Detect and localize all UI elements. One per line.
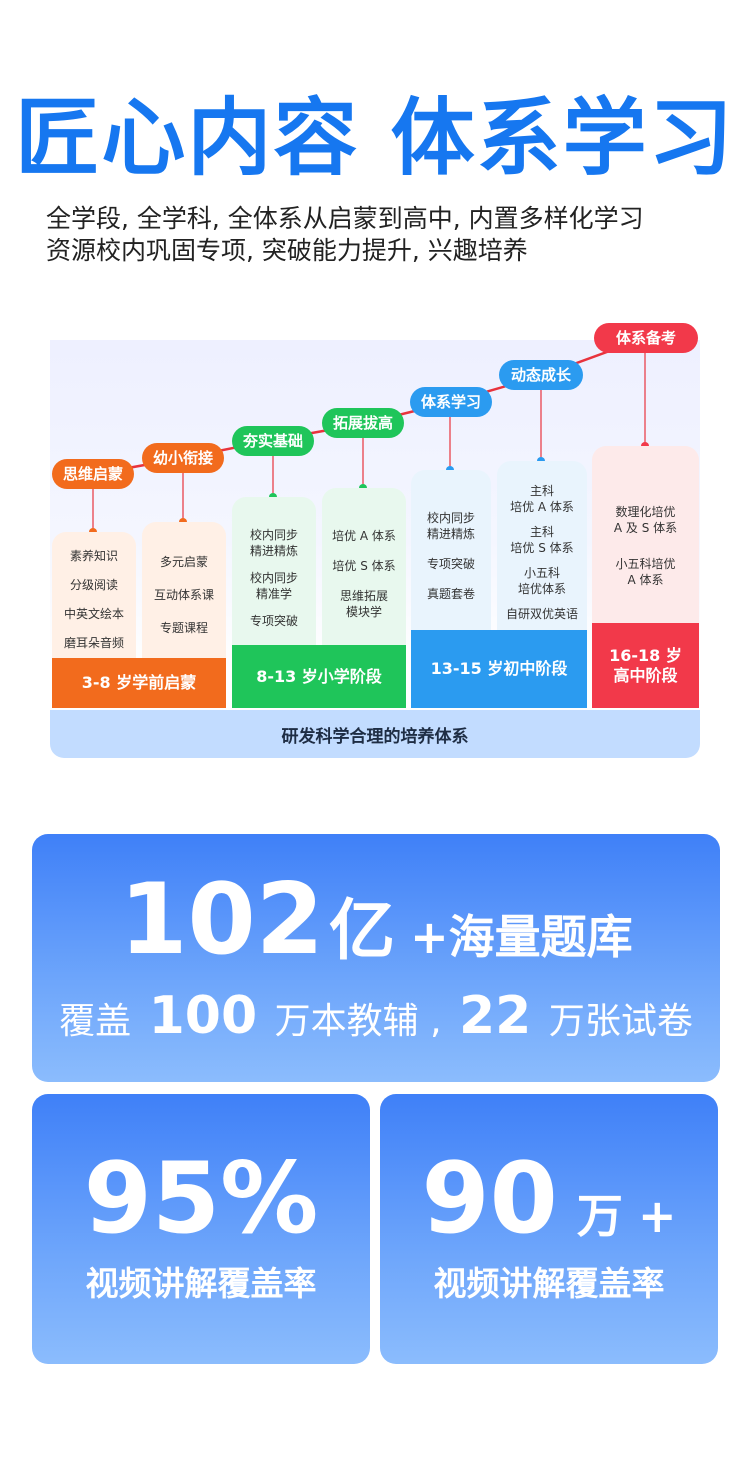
card-item: 小五科 培优体系 [517,566,566,596]
question-count-number: 102 [119,863,324,977]
card-junior-2: 主科 培优 A 体系 主科 培优 S 体系 小五科 培优体系 自研双优英语 [497,461,587,630]
diagram-footer: 研发科学合理的培养体系 [50,710,700,758]
video-count-number: 90 [421,1142,558,1256]
pill-solid-foundation: 夯实基础 [232,426,314,456]
stage-primary: 8-13 岁小学阶段 [232,645,406,708]
card-preschool-2: 多元启蒙 互动体系课 专题课程 [142,522,226,658]
pill-kindergarten-bridge: 幼小衔接 [142,443,224,473]
card-item: 专题课程 [159,621,208,635]
video-count-label: 视频讲解覆盖率 [433,1264,665,1303]
pill-extend-advance: 拓展拔高 [322,408,404,438]
question-bank-headline: 102 亿 +海量题库 [32,860,720,1008]
video-coverage-label: 视频讲解覆盖率 [85,1264,317,1303]
card-primary-1: 校内同步 精进精炼 校内同步 精准学 专项突破 [232,497,316,645]
card-item: 多元启蒙 [159,555,208,569]
card-item: 专项突破 [249,614,298,628]
hero-subtitle: 全学段, 全学科, 全体系从启蒙到高中, 内置多样化学习 资源校内巩固专项, 突… [46,203,706,267]
card-item: 数理化培优 A 及 S 体系 [613,505,678,535]
growth-stair-diagram: 思维启蒙 幼小衔接 夯实基础 拓展拔高 体系学习 动态成长 体系备考 素养知识 … [0,300,750,770]
hero-subtitle-line2: 资源校内巩固专项, 突破能力提升, 兴趣培养 [46,236,528,265]
hero-subtitle-line1: 全学段, 全学科, 全体系从启蒙到高中, 内置多样化学习 [46,204,644,233]
pill-dynamic-growth: 动态成长 [499,360,583,390]
card-senior: 数理化培优 A 及 S 体系 小五科培优 A 体系 [592,446,699,623]
stage-preschool: 3-8 岁学前启蒙 [52,658,226,708]
card-item: 自研双优英语 [505,607,578,621]
question-count-unit: 亿 [329,892,396,969]
card-item: 校内同步 精进精炼 [426,511,475,541]
card-item: 互动体系课 [153,588,214,602]
card-item: 分级阅读 [69,578,118,592]
card-primary-2: 培优 A 体系 培优 S 体系 思维拓展 模块学 [322,488,406,645]
hero-title: 匠心内容 体系学习 [15,89,735,187]
video-coverage-rate: 95% [83,1142,319,1256]
coverage-separator: , [430,1001,442,1042]
card-junior-1: 校内同步 精进精炼 专项突破 真题套卷 [411,470,491,630]
card-item: 专项突破 [426,557,475,571]
card-item: 主科 培优 S 体系 [510,525,574,555]
video-count-plus: + [638,1189,677,1243]
card-item: 磨耳朵音频 [63,636,124,650]
card-item: 中英文绘本 [63,607,124,621]
card-item: 主科 培优 A 体系 [510,484,574,514]
card-item: 培优 S 体系 [332,559,396,573]
pill-thinking-enlighten: 思维启蒙 [52,459,134,489]
books-unit: 万本教辅 [274,1001,419,1042]
papers-count: 22 [459,986,532,1046]
video-count-number-line: 90 万 + [380,1144,718,1282]
card-item: 真题套卷 [426,587,475,601]
video-coverage-number-line: 95% [32,1144,370,1282]
stage-junior: 13-15 岁初中阶段 [411,630,587,708]
video-count-unit: 万 [576,1189,623,1243]
card-preschool-1: 素养知识 分级阅读 中英文绘本 磨耳朵音频 [52,532,136,658]
books-count: 100 [148,986,258,1046]
card-item: 校内同步 精进精炼 [249,528,298,558]
papers-unit: 万张试卷 [548,1001,693,1042]
card-item: 培优 A 体系 [332,529,396,543]
card-item: 小五科培优 A 体系 [615,557,676,587]
card-item: 素养知识 [69,549,118,563]
coverage-prefix: 覆盖 [59,1001,132,1042]
question-bank-suffix: +海量题库 [410,910,633,964]
card-item: 校内同步 精准学 [249,571,298,601]
card-item: 思维拓展 模块学 [339,589,388,619]
question-bank-stat-card: 102 亿 +海量题库 覆盖 100 万本教辅 , 22 万张试卷 [32,834,720,1082]
video-count-card: 90 万 + 视频讲解覆盖率 [380,1094,718,1364]
stage-senior: 16-18 岁 高中阶段 [592,623,699,708]
pill-exam-prep: 体系备考 [594,323,698,353]
pill-system-learning: 体系学习 [410,387,492,417]
video-coverage-rate-card: 95% 视频讲解覆盖率 [32,1094,370,1364]
coverage-line: 覆盖 100 万本教辅 , 22 万张试卷 [32,984,720,1054]
